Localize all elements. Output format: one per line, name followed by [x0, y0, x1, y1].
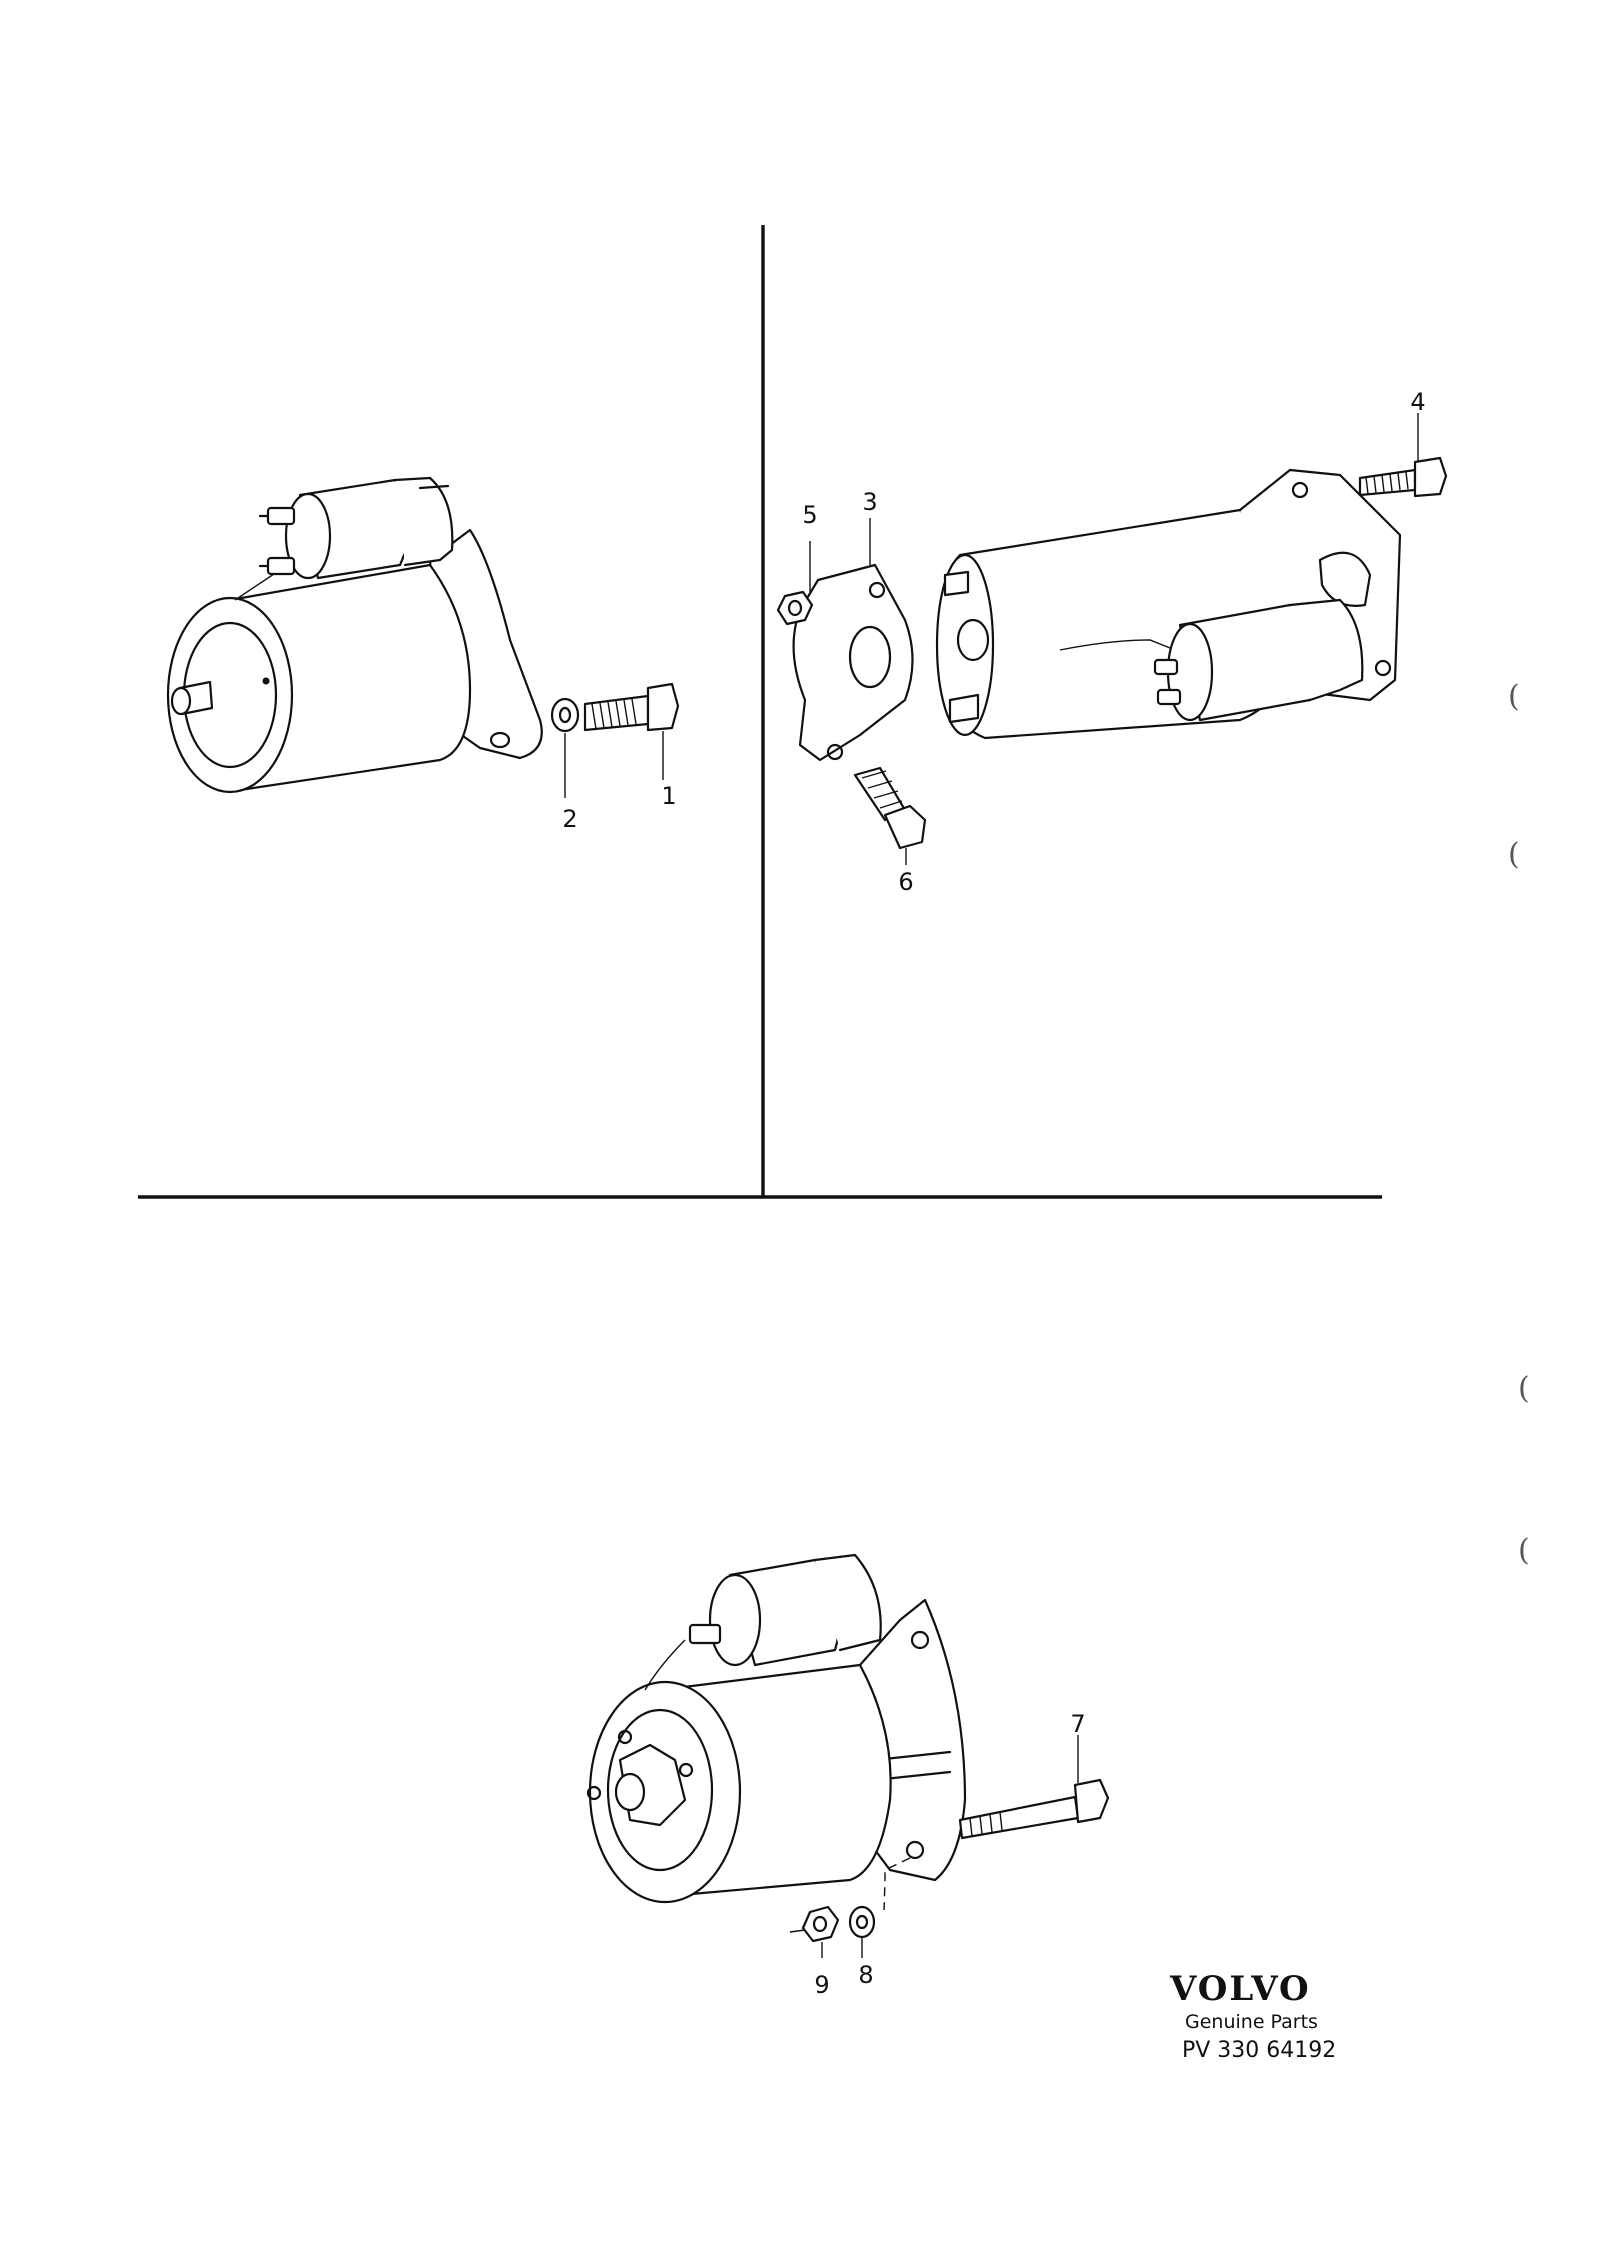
margin-mark: ( — [1508, 837, 1520, 872]
nut-5 — [776, 541, 814, 626]
washer-8 — [848, 1905, 876, 1958]
brand-logo: VOLVO — [1169, 1969, 1311, 2009]
logo-subtitle: Genuine Parts — [1185, 2011, 1318, 2033]
callout-4: 4 — [1410, 388, 1425, 416]
bolt-4 — [1358, 413, 1448, 498]
margin-mark: ( — [1518, 1371, 1530, 1406]
starter-motor-top-left — [166, 476, 543, 794]
callout-7: 7 — [1070, 1710, 1085, 1738]
margin-mark: ( — [1518, 1533, 1530, 1568]
callout-1: 1 — [661, 782, 676, 810]
callout-8: 8 — [858, 1961, 873, 1989]
bolt-7 — [958, 1735, 1110, 1840]
callout-2: 2 — [562, 805, 577, 833]
callout-3: 3 — [862, 488, 877, 516]
end-plate-3 — [792, 563, 914, 762]
dashed-leader — [883, 1857, 911, 1911]
volvo-logo-block: VOLVO Genuine Parts PV 330 64192 — [1169, 1969, 1336, 2063]
bolt-6 — [853, 766, 927, 865]
callout-9: 9 — [814, 1971, 829, 1999]
callout-6: 6 — [898, 868, 913, 896]
bolt-1-and-washer-2 — [550, 682, 680, 798]
margin-mark: ( — [1508, 679, 1520, 714]
catalog-code: PV 330 64192 — [1182, 2038, 1336, 2063]
starter-motor-bottom — [586, 1553, 967, 1904]
starter-motor-exploded-right — [792, 468, 1402, 762]
nut-9 — [789, 1905, 840, 1958]
callout-5: 5 — [802, 501, 817, 529]
